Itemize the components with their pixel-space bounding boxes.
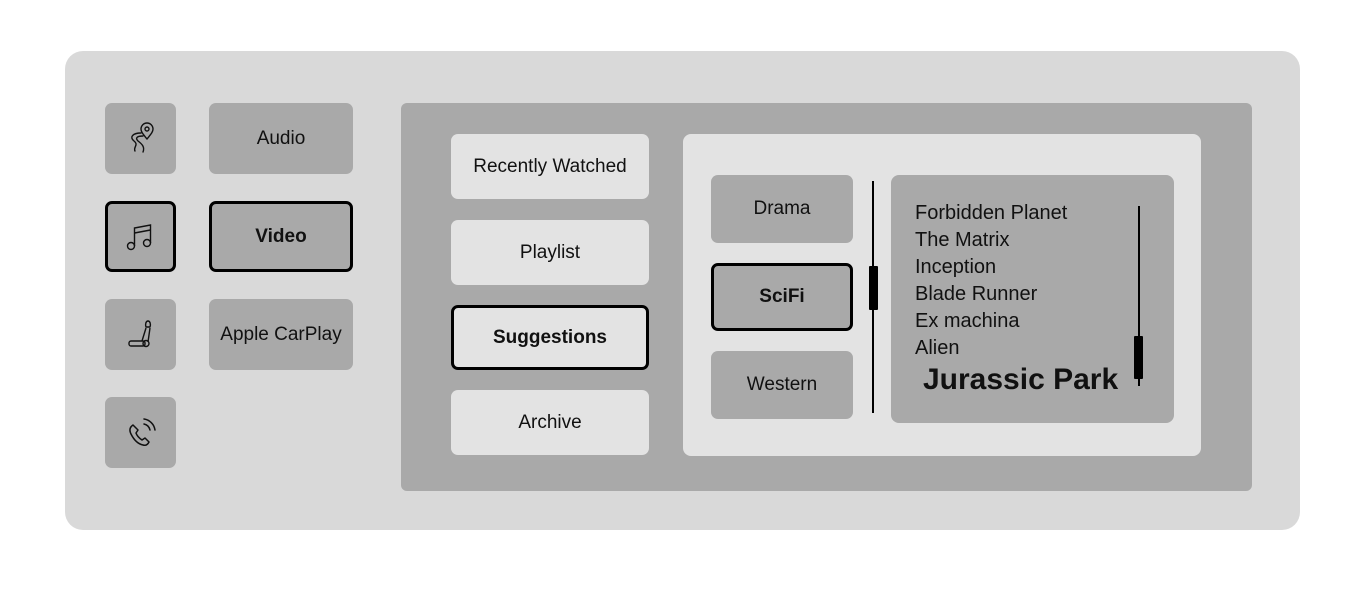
sidebar-item-label: Apple CarPlay: [220, 323, 342, 345]
navigation-route-icon: [130, 121, 154, 153]
menu-item-label: Suggestions: [492, 326, 607, 348]
menu-item-archive[interactable]: Archive: [451, 390, 649, 455]
movie-list: Forbidden Planet The Matrix Inception Bl…: [915, 200, 1067, 362]
menu-item-label: Archive: [518, 411, 582, 433]
sidebar-item-audio[interactable]: Audio: [209, 103, 353, 174]
movie-list-panel: Forbidden Planet The Matrix Inception Bl…: [891, 175, 1174, 423]
phone-call-icon: [128, 417, 156, 446]
menu-item-recently-watched[interactable]: Recently Watched: [451, 134, 649, 199]
menu-item-label: Playlist: [519, 241, 581, 263]
movie-scrollbar-thumb[interactable]: [1134, 336, 1143, 380]
car-seat-icon: [127, 319, 151, 347]
sidebar-item-video[interactable]: Video: [209, 201, 353, 272]
navigation-button[interactable]: [105, 103, 176, 174]
sidebar-item-label: Audio: [256, 127, 306, 149]
genre-scrollbar-thumb[interactable]: [869, 265, 878, 310]
seat-button[interactable]: [105, 299, 176, 370]
genre-label: Drama: [753, 198, 811, 219]
movie-item[interactable]: Ex machina: [915, 310, 1020, 332]
media-button[interactable]: [105, 201, 176, 272]
menu-item-label: Recently Watched: [473, 155, 627, 177]
music-note-icon: [126, 223, 151, 250]
sidebar-item-apple-carplay[interactable]: Apple CarPlay: [209, 299, 353, 370]
movie-item[interactable]: Blade Runner: [915, 283, 1038, 305]
genre-label: SciFi: [759, 286, 805, 307]
movie-item[interactable]: The Matrix: [915, 229, 1010, 251]
genre-western[interactable]: Western: [711, 351, 853, 419]
phone-button[interactable]: [105, 397, 176, 468]
movie-item-selected[interactable]: Jurassic Park: [923, 363, 1119, 396]
genre-label: Western: [746, 374, 818, 395]
movie-item[interactable]: Alien: [915, 337, 960, 359]
movie-item[interactable]: Inception: [915, 256, 997, 278]
menu-item-suggestions[interactable]: Suggestions: [451, 305, 649, 370]
movie-item[interactable]: Forbidden Planet: [915, 202, 1068, 224]
sidebar-item-label: Video: [255, 225, 307, 247]
genre-drama[interactable]: Drama: [711, 175, 853, 243]
movie-scrollbar-track[interactable]: [1138, 206, 1140, 386]
genre-scifi[interactable]: SciFi: [711, 263, 853, 331]
menu-item-playlist[interactable]: Playlist: [451, 220, 649, 285]
